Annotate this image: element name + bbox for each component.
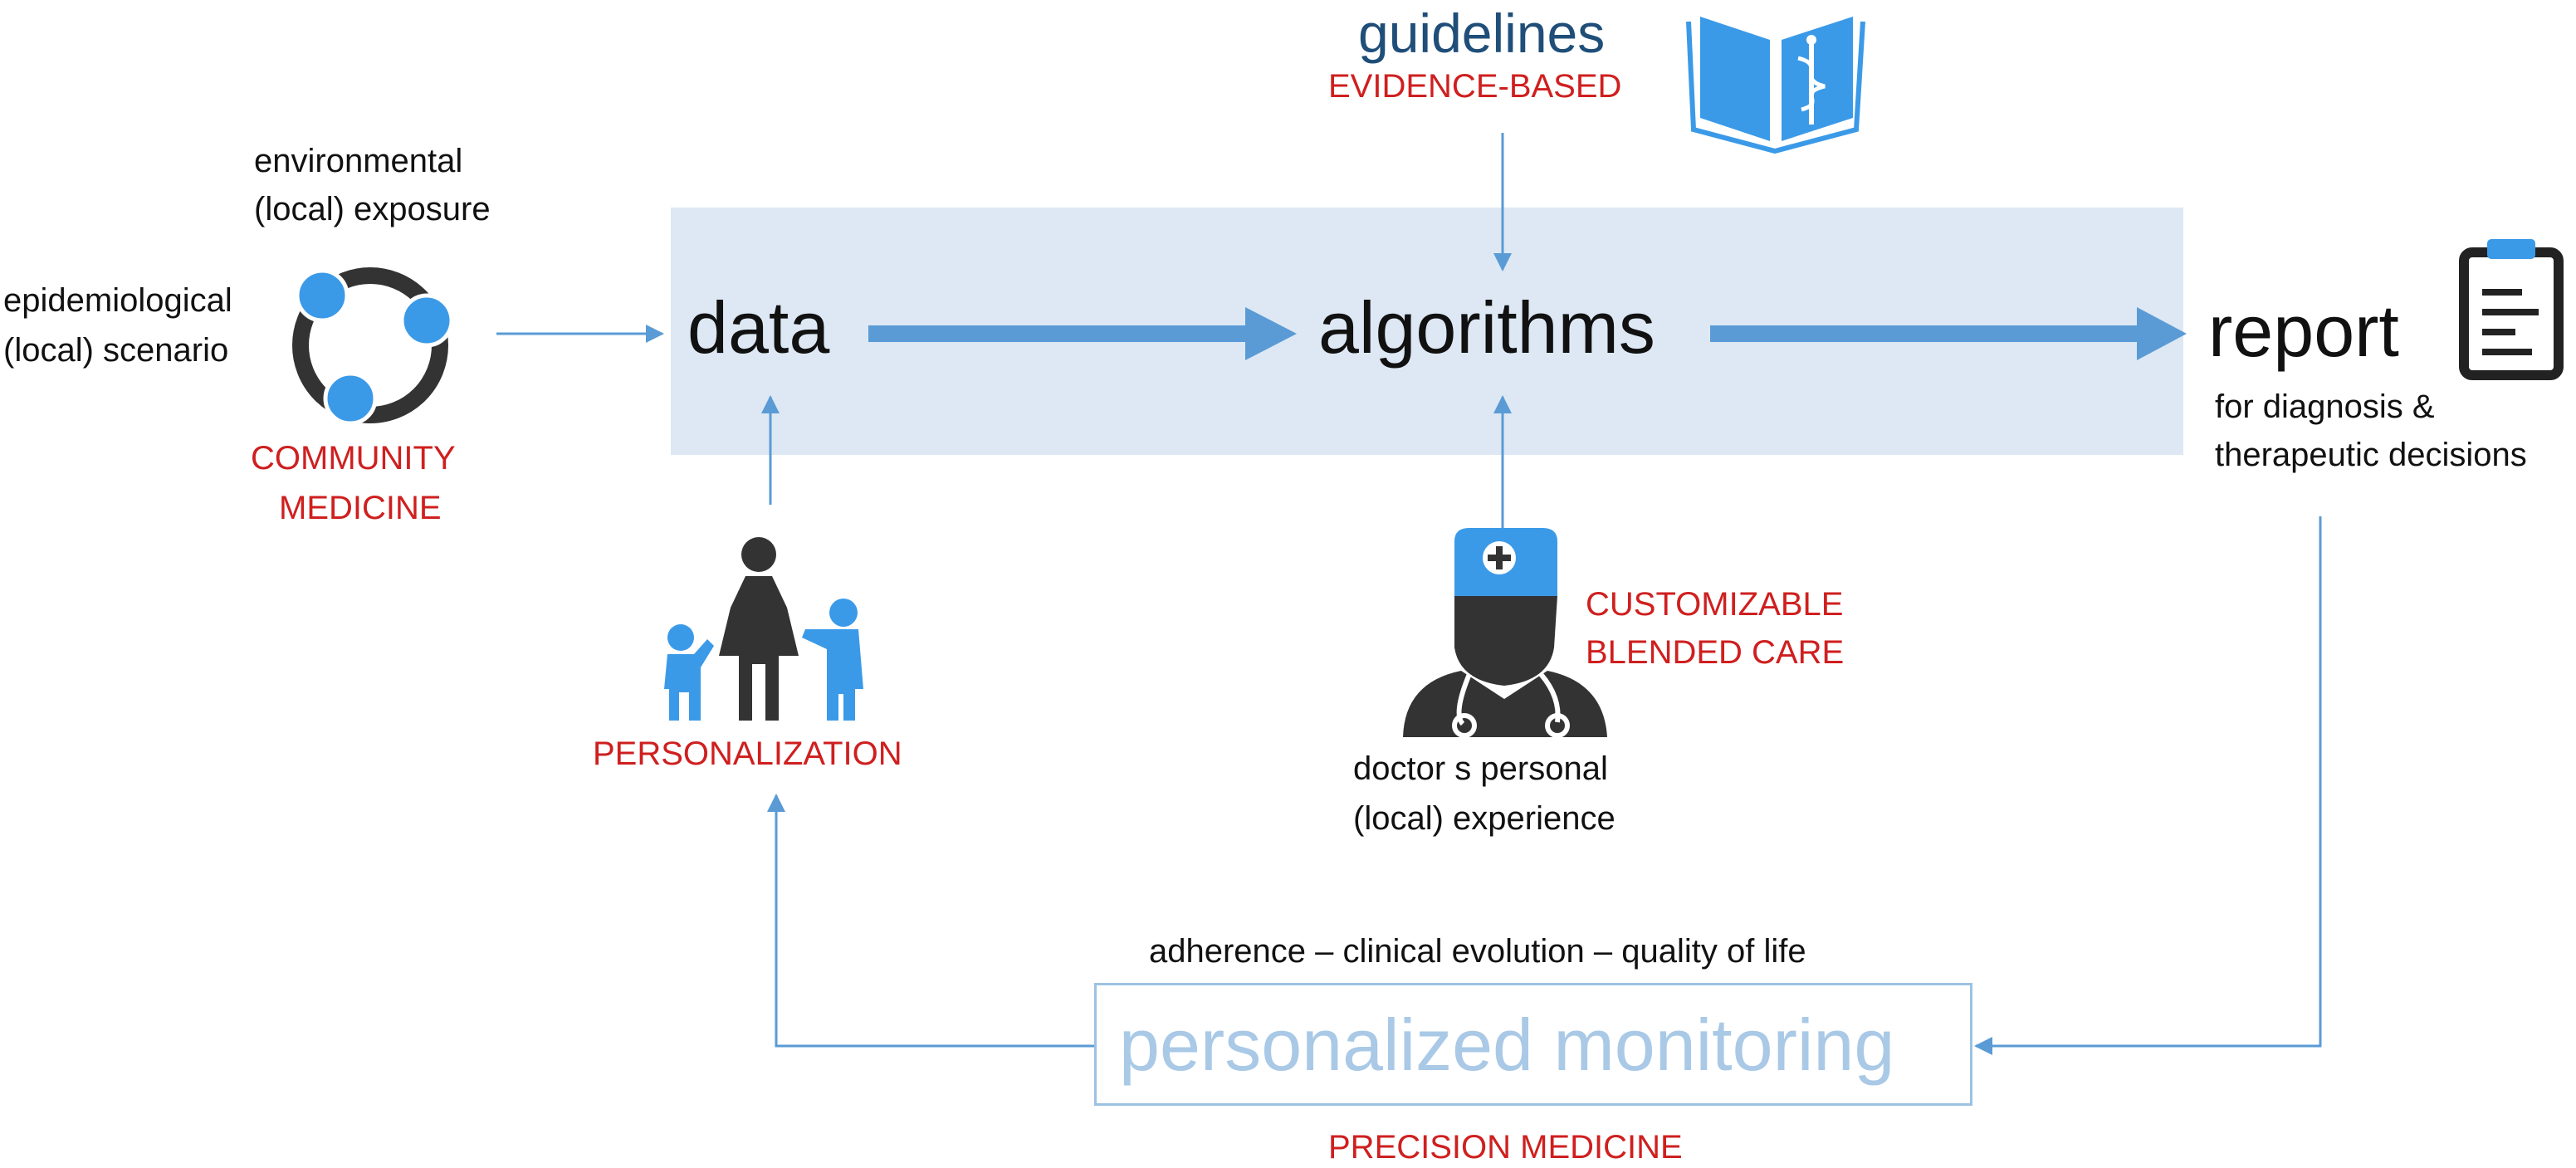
arrow-report-to-monitoring: [1974, 516, 2322, 1055]
arrow-monitoring-to-personalization: [767, 794, 1094, 1048]
doctor-experience-line2: (local) experience: [1353, 800, 1615, 837]
report-sub-line1: for diagnosis &: [2215, 389, 2435, 425]
evidence-based-label: EVIDENCE-BASED: [1328, 68, 1622, 105]
customizable-label-line2: BLENDED CARE: [1586, 634, 1845, 671]
report-node: report: [2208, 290, 2399, 372]
environmental-line2: (local) exposure: [254, 191, 491, 227]
monitoring-box-text: personalized monitoring: [1119, 1004, 1895, 1086]
flow-arrow-data-algorithms: [868, 307, 1297, 360]
guidelines-title: guidelines: [1358, 2, 1606, 64]
doctor-experience-line1: doctor s personal: [1353, 750, 1608, 787]
algorithms-node: algorithms: [1318, 286, 1655, 369]
epidemiological-line1: epidemiological: [3, 282, 232, 319]
report-sub-line2: therapeutic decisions: [2215, 437, 2527, 473]
monitoring-box: [1094, 983, 1972, 1106]
personalization-label: PERSONALIZATION: [593, 735, 902, 772]
clipboard-icon: [2459, 239, 2564, 380]
data-node: data: [687, 286, 830, 369]
community-label-line1: COMMUNITY: [251, 440, 456, 476]
family-icon: [664, 537, 863, 721]
community-label-line2: MEDICINE: [279, 490, 442, 526]
environmental-line1: environmental: [254, 143, 463, 179]
epidemiological-line2: (local) scenario: [3, 332, 229, 369]
flow-arrow-algorithms-report: [1710, 307, 2187, 360]
customizable-label-line1: CUSTOMIZABLE: [1586, 586, 1844, 623]
medical-book-icon: [1686, 17, 1865, 154]
precision-medicine-label: PRECISION MEDICINE: [1328, 1129, 1683, 1166]
monitoring-top-label: adherence – clinical evolution – quality…: [1149, 933, 1806, 970]
doctor-icon: [1403, 528, 1607, 738]
community-cycle-icon: [292, 267, 454, 426]
